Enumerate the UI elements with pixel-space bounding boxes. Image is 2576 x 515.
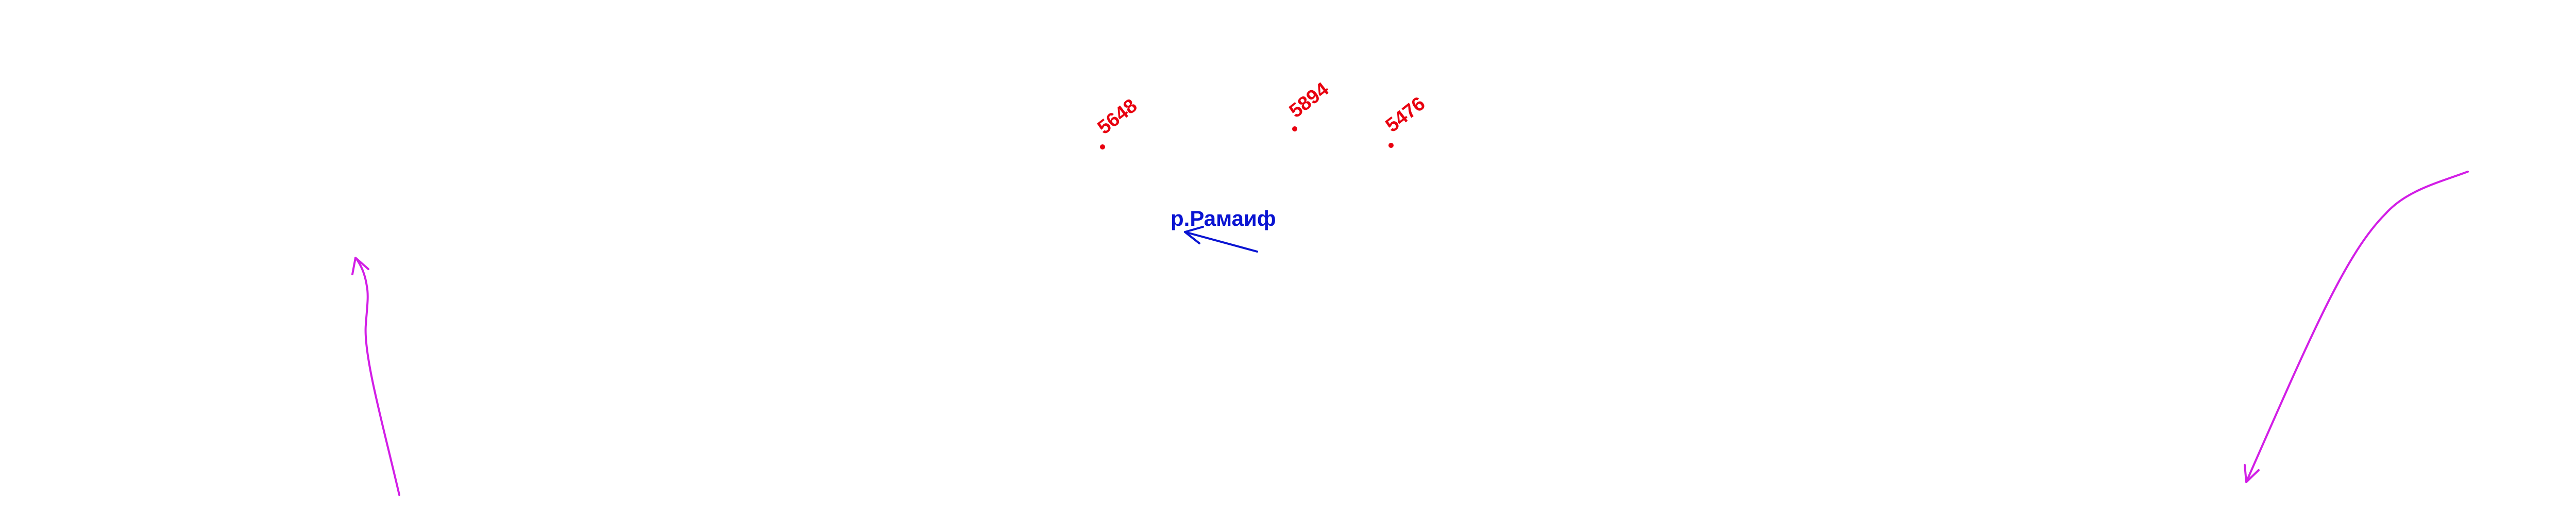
- peak-marker: 5476: [1382, 93, 1429, 148]
- river-label: р.Рамаиф: [1171, 206, 1276, 230]
- route-line: [354, 257, 400, 496]
- peak-dot: [1292, 126, 1297, 131]
- river-flow-arrow-icon: [1184, 226, 1258, 253]
- route-right: [2244, 171, 2469, 483]
- peak-elevation-label: 5476: [1382, 93, 1429, 137]
- arrow-up-icon: [351, 257, 369, 275]
- route-left: [351, 257, 400, 496]
- peak-marker: 5894: [1285, 78, 1333, 131]
- peak-elevation-label: 5648: [1094, 95, 1141, 139]
- peak-marker: 5648: [1094, 95, 1141, 149]
- peak-elevation-label: 5894: [1285, 78, 1333, 122]
- route-line: [2245, 171, 2469, 483]
- arrow-down-icon: [2244, 464, 2260, 483]
- peak-dot: [1388, 143, 1394, 148]
- river: р.Рамаиф: [1171, 206, 1276, 253]
- peak-dot: [1100, 144, 1105, 149]
